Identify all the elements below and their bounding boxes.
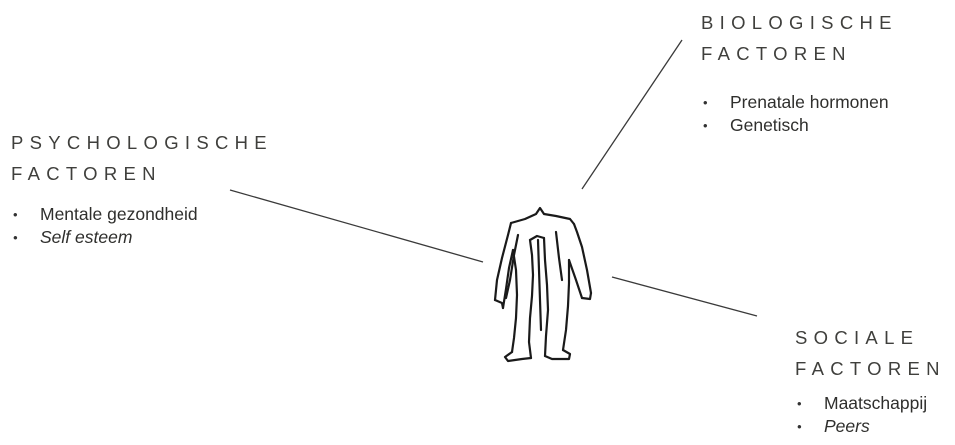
list-item: Mentale gezondheid <box>11 203 273 226</box>
list-item: Peers <box>795 415 946 438</box>
connector-social <box>612 277 757 316</box>
psychological-factors-group: PSYCHOLOGISCHE FACTOREN Mentale gezondhe… <box>11 127 273 249</box>
social-factors-heading: SOCIALE FACTOREN <box>795 322 946 384</box>
list-item: Maatschappij <box>795 392 946 415</box>
social-heading-line2: FACTOREN <box>795 353 946 384</box>
biological-heading-line2: FACTOREN <box>701 38 898 69</box>
psychological-factors-list: Mentale gezondheid Self esteem <box>11 203 273 249</box>
list-item: Self esteem <box>11 226 273 249</box>
list-item: Genetisch <box>701 114 898 137</box>
social-factors-group: SOCIALE FACTOREN Maatschappij Peers <box>795 322 946 438</box>
biological-factors-group: BIOLOGISCHE FACTOREN Prenatale hormonen … <box>701 7 898 137</box>
social-factors-list: Maatschappij Peers <box>795 392 946 438</box>
biological-factors-list: Prenatale hormonen Genetisch <box>701 91 898 137</box>
list-item: Prenatale hormonen <box>701 91 898 114</box>
connector-biological <box>582 40 682 189</box>
social-heading-line1: SOCIALE <box>795 322 946 353</box>
biological-heading-line1: BIOLOGISCHE <box>701 7 898 38</box>
psychological-heading-line2: FACTOREN <box>11 158 273 189</box>
psychological-factors-heading: PSYCHOLOGISCHE FACTOREN <box>11 127 273 189</box>
person-sketch-icon <box>495 208 591 361</box>
psychological-heading-line1: PSYCHOLOGISCHE <box>11 127 273 158</box>
biological-factors-heading: BIOLOGISCHE FACTOREN <box>701 7 898 69</box>
